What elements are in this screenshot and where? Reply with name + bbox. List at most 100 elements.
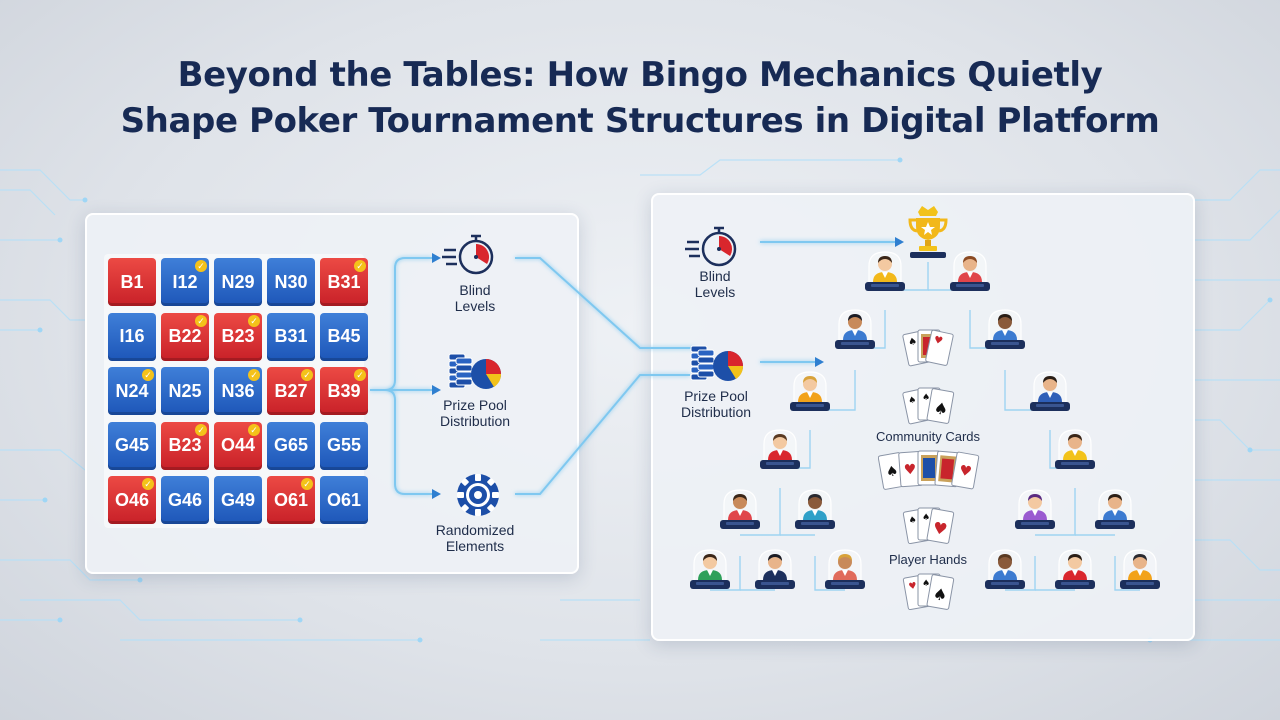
bingo-cell: I16 [108,312,156,361]
player-avatar-icon [795,489,835,529]
check-mark-icon: ✓ [248,369,260,381]
svg-text:♠: ♠ [932,398,949,419]
check-mark-icon: ✓ [248,314,260,327]
bingo-cell: O61✓ [267,476,315,524]
bingo-cell-number: O61 [273,489,309,510]
player-hands-label: Player Hands [888,552,968,567]
playing-cards-icon: ♠ ♠ ♠ [902,387,955,425]
svg-text:♠: ♠ [922,393,930,403]
bingo-cell-number: B23 [168,435,202,455]
random-to-tournament-connector [515,374,690,495]
player-avatar-icon [720,489,760,529]
poker-chip-icon [457,474,499,516]
bingo-cell: N30 [267,258,315,306]
community-cards-icon: ♠ ♥ ♥ [878,450,980,490]
mechanic-prize-pool-label: Prize Pool Distribution [439,397,511,429]
trophy-icon [908,206,948,258]
bingo-cell-number: B31 [327,271,361,292]
bingo-to-random-connector [370,389,432,495]
bingo-cell-number: G46 [167,489,203,510]
player-avatar-icon [790,371,830,411]
bingo-cell: I12✓ [161,258,209,306]
mechanic-randomized-label: Randomized Elements [435,522,515,554]
playing-cards-icon: ♠ ♠ ♥ [902,507,955,545]
bingo-cell: N25 [161,367,209,415]
stopwatch-icon [442,234,494,275]
bingo-cell-number: B22 [168,326,202,346]
bingo-cell-number: N36 [221,380,255,401]
svg-text:♠: ♠ [922,513,930,523]
check-mark-icon: ✓ [354,369,366,381]
check-mark-icon: ✓ [301,369,313,381]
bingo-to-blind-connector [370,257,432,391]
bingo-cell-number: O44 [220,435,256,455]
bingo-cell-number: N29 [221,271,255,292]
bingo-cell: G55 [320,421,368,470]
player-avatar-icon [1030,371,1070,411]
bingo-cell-number: B45 [327,326,361,346]
bingo-cell-number: O61 [326,489,362,510]
tournament-prize-pool-label: Prize Pool Distribution [680,388,752,420]
check-mark-icon: ✓ [195,314,207,327]
bingo-cell: G45 [108,421,156,470]
check-mark-icon: ✓ [142,369,154,381]
bingo-cell-number: N24 [115,380,149,401]
bingo-cell: O44✓ [214,421,262,470]
bingo-cell: B27✓ [267,367,315,415]
bingo-cell: B23✓ [214,312,262,361]
player-avatar-icon [865,251,905,291]
svg-text:♥: ♥ [931,518,948,539]
chip-stack-pie-icon [448,353,502,389]
bingo-cell-number: G65 [273,435,309,455]
player-avatar-icon [950,251,990,291]
bingo-cell-number: G55 [326,435,362,455]
check-mark-icon: ✓ [354,260,366,272]
svg-text:♥: ♥ [958,463,973,481]
svg-text:♥: ♥ [908,581,918,592]
bingo-cell-number: B27 [274,380,308,401]
bingo-cell: N24✓ [108,367,156,415]
check-mark-icon: ✓ [301,478,313,490]
blind-to-tournament-connector [515,257,695,349]
bingo-cell: G49 [214,476,262,524]
svg-text:♠: ♠ [907,395,917,406]
player-avatar-icon [835,309,875,349]
svg-text:♥: ♥ [933,335,944,348]
player-avatar-icon [1055,429,1095,469]
bingo-cell-number: B23 [221,326,255,346]
check-mark-icon: ✓ [142,478,154,490]
bingo-cell-number: N30 [274,271,308,292]
bingo-cell: N29 [214,258,262,306]
player-avatar-icon [760,429,800,469]
bingo-cell: B39✓ [320,367,368,415]
player-avatar-icon [755,549,795,589]
player-avatar-icon [1015,489,1055,529]
bingo-cell: G46 [161,476,209,524]
mechanic-blind-levels-label: Blind Levels [454,282,496,314]
playing-cards-icon: ♠ ♥ [902,329,954,367]
bingo-cell-number: G45 [114,435,150,455]
title-line-2: Shape Poker Tournament Structures in Dig… [120,101,1160,141]
bingo-cell: B45 [320,312,368,361]
player-avatar-icon [1095,489,1135,529]
bingo-cell: O46✓ [108,476,156,524]
player-avatar-icon [1120,549,1160,589]
svg-text:♠: ♠ [908,515,918,526]
title-line-1: Beyond the Tables: How Bingo Mechanics Q… [177,55,1103,95]
bingo-cell-number: N25 [168,380,202,401]
svg-text:♥: ♥ [903,462,917,479]
check-mark-icon: ✓ [195,423,207,436]
tournament-stopwatch-icon [685,226,737,267]
bingo-cell-number: B39 [327,380,361,401]
bingo-cell: N36✓ [214,367,262,415]
bingo-cell: O61 [320,476,368,524]
player-avatar-icon [985,549,1025,589]
check-mark-icon: ✓ [195,260,207,272]
bingo-cell-number: B31 [274,326,308,346]
page-title: Beyond the Tables: How Bingo Mechanics Q… [0,52,1280,144]
bingo-cell-number: O46 [114,489,150,510]
bingo-cell-number: I12 [172,271,198,292]
svg-text:♠: ♠ [922,579,930,589]
